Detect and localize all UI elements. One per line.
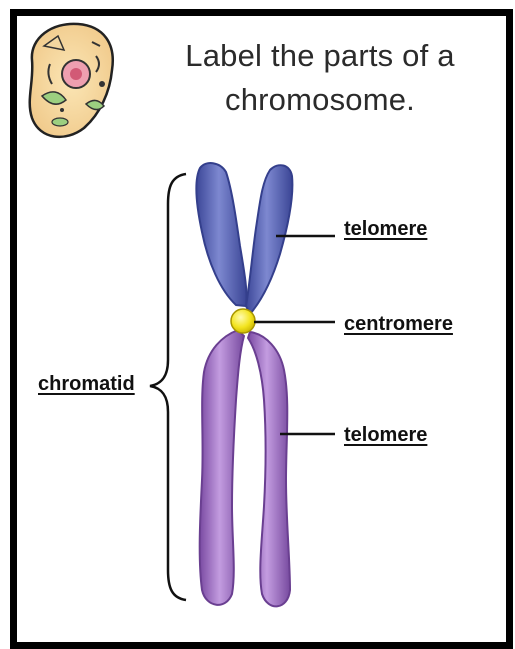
chromatid-label: chromatid bbox=[38, 373, 135, 396]
title-line-2: chromosome. bbox=[170, 78, 470, 122]
centromere-label: centromere bbox=[344, 313, 453, 336]
centromere-dot bbox=[231, 309, 255, 333]
title-line-1: Label the parts of a bbox=[170, 34, 470, 78]
lower-right-arm bbox=[248, 332, 290, 606]
telomere-bottom-label: telomere bbox=[344, 424, 427, 447]
upper-left-arm bbox=[196, 163, 246, 306]
cell-clipart-icon bbox=[30, 24, 113, 137]
page-title: Label the parts of a chromosome. bbox=[170, 34, 470, 122]
lower-left-arm bbox=[200, 330, 244, 605]
telomere-top-label: telomere bbox=[344, 218, 427, 241]
chromatid-brace bbox=[150, 174, 186, 600]
upper-right-arm bbox=[246, 165, 292, 314]
